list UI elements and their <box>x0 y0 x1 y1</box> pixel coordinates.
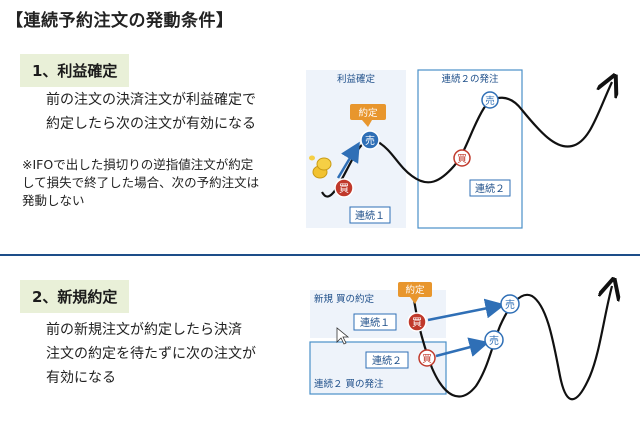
new-fill-diagram: 新規 買の約定 連続２ 買の発注 約定 連続１ 買 連続２ <box>309 256 640 401</box>
coins-icon <box>309 155 332 179</box>
panel-label: 利益確定 <box>337 73 376 85</box>
buy-badge: 買 <box>334 178 354 198</box>
svg-text:売: 売 <box>489 334 499 347</box>
svg-text:連続２: 連続２ <box>475 182 505 195</box>
sell-badge: 売 <box>484 330 504 350</box>
chain2-tag: 連続２ <box>365 351 409 369</box>
cursor-icon <box>336 327 350 345</box>
panel-chain2-order <box>417 69 523 229</box>
svg-text:連続１: 連続１ <box>360 316 390 329</box>
section-new-fill: 2、新規約定 前の新規注文が約定したら決済 注文の約定を待たずに次の注文が 有効… <box>0 256 640 445</box>
buy-badge: 買 <box>453 149 471 167</box>
svg-text:連続２: 連続２ <box>372 354 402 367</box>
svg-text:買: 買 <box>412 317 422 329</box>
description-line: 注文の約定を待たずに次の注文が <box>46 346 256 362</box>
buy-badge: 買 <box>418 349 436 367</box>
description-line: 前の注文の決済注文が利益確定で <box>46 92 256 108</box>
chain2-tag: 連続２ <box>469 179 511 197</box>
panel-label: 連続２の発注 <box>441 73 499 85</box>
svg-text:連続１: 連続１ <box>355 209 385 222</box>
callout-label: 約定 <box>358 107 378 119</box>
svg-text:売: 売 <box>505 298 515 311</box>
section-label: 2、新規約定 <box>20 280 130 313</box>
panel-label: 連続２ 買の発注 <box>314 378 384 390</box>
chain1-tag: 連続１ <box>353 313 397 331</box>
sell-badge: 売 <box>500 294 520 314</box>
page-title: 【連続予約注文の発動条件】 <box>6 11 234 31</box>
svg-text:売: 売 <box>485 95 495 107</box>
filled-callout: 約定 <box>350 104 386 127</box>
section-label: 1、利益確定 <box>20 54 130 87</box>
order-arrow <box>435 337 490 358</box>
section-description: 前の注文の決済注文が利益確定で 約定したら次の注文が有効になる <box>46 88 306 136</box>
note-line: 発動しない <box>22 193 85 208</box>
svg-text:買: 買 <box>339 183 349 195</box>
svg-text:買: 買 <box>422 354 432 365</box>
section-note: ※IFOで出した損切りの逆指値注文が約定 して損失で終了した場合、次の予約注文は… <box>22 156 307 210</box>
svg-text:買: 買 <box>457 154 467 165</box>
profit-taking-diagram: 利益確定 連続２の発注 約定 売 買 <box>306 69 640 229</box>
description-line: 約定したら次の注文が有効になる <box>46 116 256 132</box>
profit-arrow <box>336 141 360 179</box>
sell-badge: 売 <box>481 91 499 109</box>
callout-label: 約定 <box>405 284 425 296</box>
sell-badge: 売 <box>360 130 380 150</box>
description-line: 前の新規注文が約定したら決済 <box>46 322 242 338</box>
svg-text:売: 売 <box>365 134 375 147</box>
note-line: ※IFOで出した損切りの逆指値注文が約定 <box>22 157 254 172</box>
section-description: 前の新規注文が約定したら決済 注文の約定を待たずに次の注文が 有効になる <box>46 318 296 390</box>
buy-badge: 買 <box>407 312 427 332</box>
note-line: して損失で終了した場合、次の予約注文は <box>22 175 260 190</box>
section-profit-taking: 1、利益確定 前の注文の決済注文が利益確定で 約定したら次の注文が有効になる ※… <box>0 32 640 254</box>
description-line: 有効になる <box>46 370 116 386</box>
order-arrow <box>427 298 506 322</box>
section-divider <box>0 254 640 256</box>
chain1-tag: 連続１ <box>349 206 391 224</box>
filled-callout: 約定 <box>398 282 432 304</box>
panel-label: 新規 買の約定 <box>314 293 375 305</box>
